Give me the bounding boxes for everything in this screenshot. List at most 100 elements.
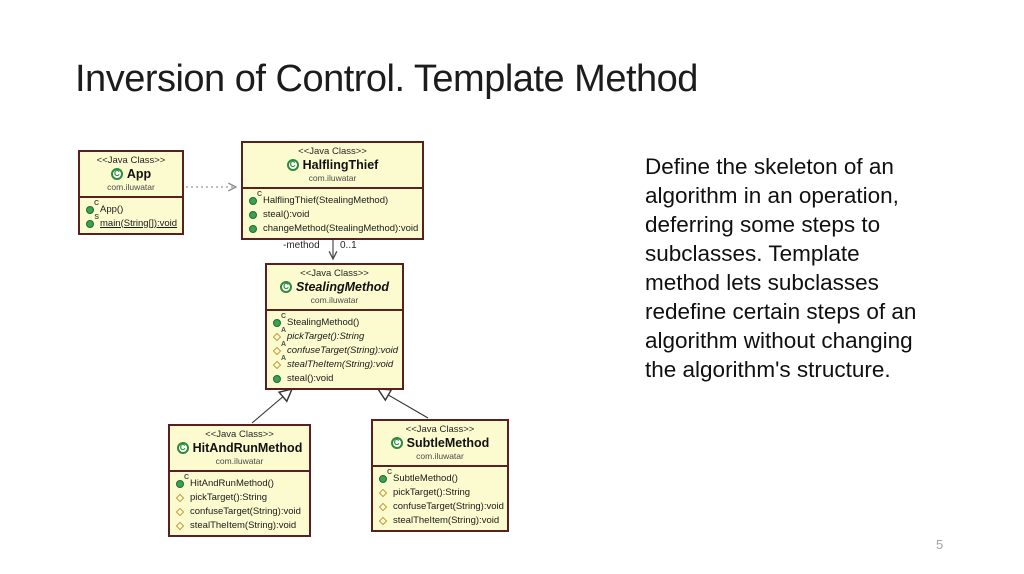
method-row: changeMethod(StealingMethod):void <box>248 221 418 235</box>
method-label: confuseTarget(String):void <box>287 344 399 356</box>
abstract-protected-method-icon: A <box>272 341 286 356</box>
stereotype-label: <<Java Class>> <box>300 268 369 279</box>
package-label: com.iluwatar <box>107 182 155 192</box>
method-decorator: A <box>280 340 286 348</box>
slide-title: Inversion of Control. Template Method <box>75 58 698 100</box>
method-label: stealTheItem(String):void <box>393 514 500 526</box>
constructor-method-icon: C <box>378 469 392 484</box>
class-box-halfling-thief: <<Java Class>> C HalflingThief com.iluwa… <box>241 141 424 240</box>
method-label: stealTheItem(String):void <box>287 358 394 370</box>
method-row: steal():void <box>248 207 418 221</box>
method-label: confuseTarget(String):void <box>393 500 504 512</box>
class-name: SubtleMethod <box>406 436 490 450</box>
class-header: <<Java Class>> C HalflingThief com.iluwa… <box>243 143 422 189</box>
public-method-icon <box>248 223 259 234</box>
method-decorator: C <box>386 468 392 476</box>
uml-class-diagram: -method 0..1 <<Java Class>> C App com.il… <box>78 0 509 537</box>
method-label: pickTarget():String <box>287 330 365 342</box>
method-label: steal():void <box>263 208 310 220</box>
method-row: steal():void <box>272 371 398 385</box>
method-decorator: C <box>183 473 189 481</box>
class-header: <<Java Class>> C SubtleMethod com.iluwat… <box>373 421 507 467</box>
abstract-class-icon: C <box>279 281 292 293</box>
method-label: HitAndRunMethod() <box>190 477 274 489</box>
diagram-connectors <box>186 0 429 424</box>
abstract-protected-method-icon: A <box>272 327 286 342</box>
method-label: main(String[]):void <box>100 217 178 229</box>
class-header: <<Java Class>> C StealingMethod com.iluw… <box>267 265 402 311</box>
description-text: Define the skeleton of an algorithm in a… <box>645 154 917 382</box>
package-label: com.iluwatar <box>308 173 357 183</box>
protected-method-icon <box>175 506 186 517</box>
method-row: stealTheItem(String):void <box>378 513 503 527</box>
stereotype-label: <<Java Class>> <box>205 429 274 440</box>
stereotype-label: <<Java Class>> <box>96 155 166 166</box>
protected-method-icon <box>175 520 186 531</box>
package-label: com.iluwatar <box>215 456 264 466</box>
association-multiplicity-label: 0..1 <box>340 240 357 251</box>
method-decorator: C <box>280 312 286 320</box>
method-label: pickTarget():String <box>190 491 268 503</box>
method-row: stealTheItem(String):void <box>175 518 305 532</box>
constructor-method-icon: C <box>248 191 262 206</box>
public-method-icon <box>248 209 259 220</box>
protected-method-icon <box>175 492 186 503</box>
static-method-icon: S <box>85 214 99 229</box>
class-name: StealingMethod <box>295 280 390 294</box>
method-label: confuseTarget(String):void <box>190 505 301 517</box>
page-number: 5 <box>936 537 944 552</box>
stereotype-label: <<Java Class>> <box>298 146 367 157</box>
class-box-stealing-method: <<Java Class>> C StealingMethod com.iluw… <box>265 263 404 390</box>
method-decorator: C <box>93 199 99 207</box>
method-label: StealingMethod() <box>287 316 360 328</box>
constructor-method-icon: C <box>85 200 99 215</box>
package-label: com.iluwatar <box>310 295 359 305</box>
method-row: pickTarget():String <box>175 490 305 504</box>
method-decorator: S <box>94 213 99 221</box>
class-icon: C <box>176 442 189 454</box>
constructor-method-icon: C <box>272 313 286 328</box>
abstract-protected-method-icon: A <box>272 355 286 370</box>
method-decorator: C <box>256 190 262 198</box>
method-label: HalflingThief(StealingMethod) <box>263 194 389 206</box>
generalization-arrow-left <box>251 389 292 424</box>
method-label: App() <box>100 203 124 215</box>
class-icon: C <box>390 437 403 449</box>
method-label: steal():void <box>287 372 334 384</box>
class-name: HitAndRunMethod <box>192 441 303 455</box>
public-method-icon <box>272 373 283 384</box>
class-box-subtle-method: <<Java Class>> C SubtleMethod com.iluwat… <box>371 419 509 532</box>
class-box-hit-and-run-method: <<Java Class>> C HitAndRunMethod com.ilu… <box>168 424 311 537</box>
method-label: SubtleMethod() <box>393 472 458 484</box>
method-label: changeMethod(StealingMethod):void <box>263 222 419 234</box>
protected-method-icon <box>378 501 389 512</box>
class-icon: C <box>286 159 299 171</box>
stereotype-label: <<Java Class>> <box>405 424 475 435</box>
class-icon: C <box>110 168 123 180</box>
class-header: <<Java Class>> C App com.iluwatar <box>80 152 182 198</box>
package-label: com.iluwatar <box>416 451 464 461</box>
class-name: App <box>126 167 152 181</box>
protected-method-icon <box>378 515 389 526</box>
method-decorator: A <box>280 326 286 334</box>
method-row: confuseTarget(String):void <box>378 499 504 513</box>
association-role-label: -method <box>283 240 320 251</box>
constructor-method-icon: C <box>175 474 189 489</box>
class-header: <<Java Class>> C HitAndRunMethod com.ilu… <box>170 426 309 472</box>
protected-method-icon <box>378 487 389 498</box>
class-name: HalflingThief <box>302 158 379 172</box>
method-label: stealTheItem(String):void <box>190 519 297 531</box>
